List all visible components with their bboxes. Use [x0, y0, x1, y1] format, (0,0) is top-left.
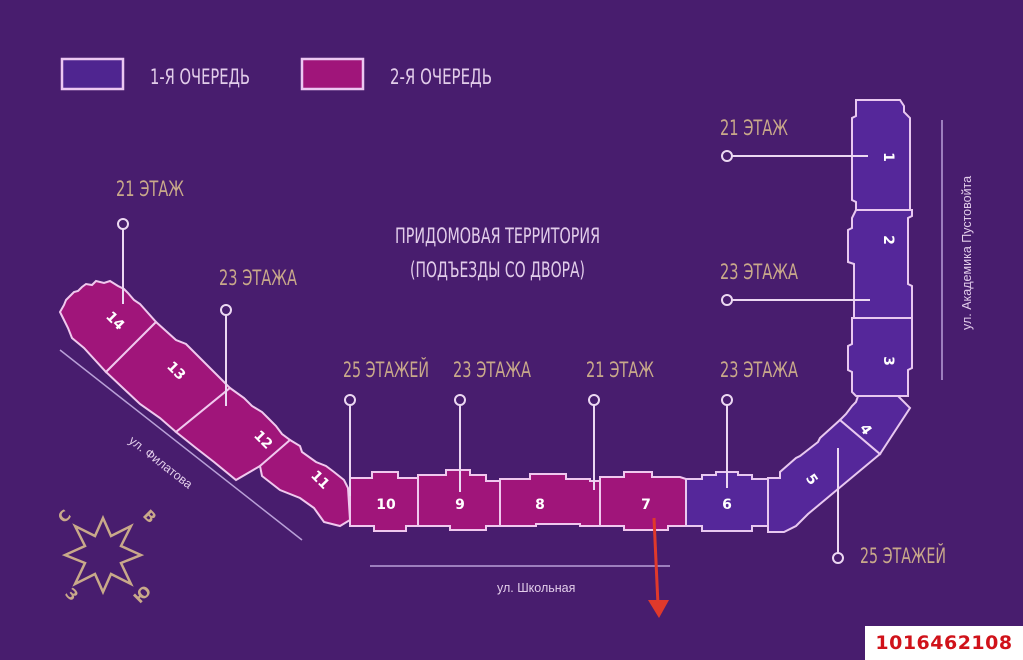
compass-rose: С В Ю З	[54, 506, 160, 607]
legend: 1-Я ОЧЕРЕДЬ 2-Я ОЧЕРЕДЬ	[60, 57, 492, 91]
building-1[interactable]	[851, 99, 911, 211]
building-number-8: 8	[535, 497, 545, 513]
floor-label-b14: 21 ЭТАЖ	[116, 177, 184, 201]
compass-star-icon	[61, 514, 145, 596]
courtyard-label: ПРИДОМОВАЯ ТЕРРИТОРИЯ (ПОДЪЕЗДЫ СО ДВОРА…	[395, 224, 600, 282]
entrance-arrow-icon	[648, 517, 669, 618]
phase2-straight	[349, 469, 687, 532]
building-number-3: 3	[880, 356, 896, 366]
callout-dot-b6	[721, 394, 733, 406]
building-number-1: 1	[880, 152, 896, 162]
building-number-7: 7	[641, 497, 651, 513]
callout-dot-b7-8	[588, 394, 600, 406]
phase2-buildings	[58, 279, 352, 528]
compass-south: Ю	[130, 582, 155, 607]
street-line-west	[59, 349, 303, 541]
street-label-south: ул. Школьная	[497, 581, 575, 595]
compass-north: С	[54, 506, 75, 527]
building-2[interactable]	[847, 209, 913, 319]
courtyard-line-2: (ПОДЪЕЗДЫ СО ДВОРА)	[410, 258, 585, 282]
building-8[interactable]	[499, 473, 601, 527]
building-number-6: 6	[722, 497, 732, 513]
callouts	[117, 150, 870, 564]
callout-dot-b10-11	[344, 394, 356, 406]
floor-label-b12-13: 23 ЭТАЖА	[219, 266, 297, 290]
floor-label-b9: 23 ЭТАЖА	[453, 358, 531, 382]
floor-label-b10-11: 25 ЭТАЖЕЙ	[343, 357, 429, 382]
callout-dot-b1	[721, 150, 733, 162]
legend-label-phase1: 1-Я ОЧЕРЕДЬ	[150, 65, 250, 89]
listing-id-badge: 1016462108	[865, 626, 1023, 660]
street-label-east: ул. Академика Пустовойта	[960, 176, 974, 330]
building-3[interactable]	[847, 317, 913, 397]
compass-west: З	[61, 584, 81, 604]
floor-label-b4-5: 25 ЭТАЖЕЙ	[860, 543, 946, 568]
phase1-buildings	[685, 99, 913, 533]
compass-east: В	[139, 506, 160, 527]
floor-label-b1: 21 ЭТАЖ	[720, 116, 788, 140]
building-number-2: 2	[880, 235, 896, 245]
callout-dot-b14	[117, 218, 129, 230]
building-number-9: 9	[455, 497, 465, 513]
floor-label-b7-8: 21 ЭТАЖ	[586, 358, 654, 382]
floor-label-b2: 23 ЭТАЖА	[720, 260, 798, 284]
floor-labels: 21 ЭТАЖ 23 ЭТАЖА 23 ЭТАЖА 25 ЭТАЖЕЙ 21 Э…	[116, 116, 946, 568]
legend-swatch-phase2	[300, 57, 365, 91]
legend-swatch-phase1	[60, 57, 125, 91]
callout-dot-b12-13	[220, 304, 232, 316]
callout-dot-b4-5	[832, 552, 844, 564]
callout-dot-b2	[721, 294, 733, 306]
building-6[interactable]	[685, 471, 769, 532]
street-label-west: ул. Филатова	[126, 433, 195, 491]
callout-dot-b9	[454, 394, 466, 406]
building-14[interactable]	[58, 279, 158, 374]
floor-label-b3: 23 ЭТАЖА	[720, 358, 798, 382]
courtyard-line-1: ПРИДОМОВАЯ ТЕРРИТОРИЯ	[395, 224, 600, 248]
legend-label-phase2: 2-Я ОЧЕРЕДЬ	[390, 65, 492, 89]
building-number-10: 10	[376, 497, 396, 513]
